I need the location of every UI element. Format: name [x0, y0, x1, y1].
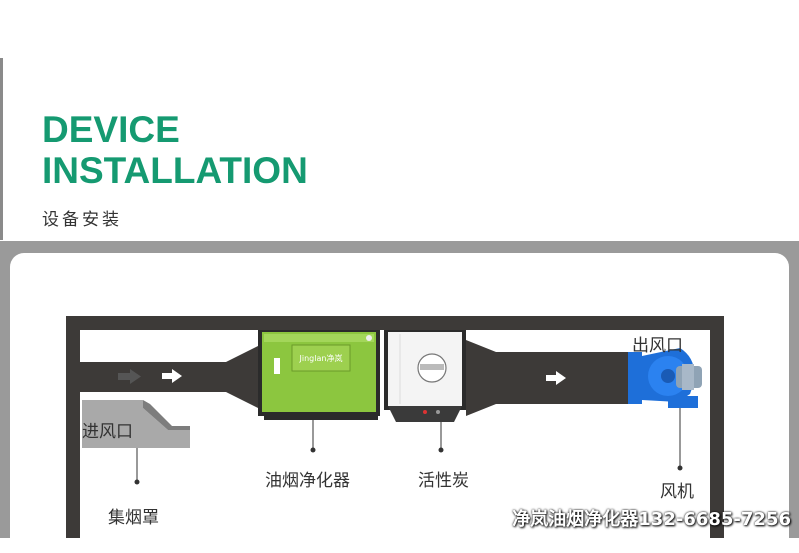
fan-label: 风机 — [660, 482, 694, 502]
left-accent-bar — [0, 58, 3, 240]
airflow-arrow-1 — [118, 369, 141, 384]
hood-label: 集烟罩 — [108, 508, 159, 528]
carbon-unit — [384, 330, 466, 422]
title-line-1: DEVICE — [42, 109, 180, 150]
watermark-contact: 净岚油烟净化器132-6685-7256 — [512, 509, 791, 530]
hood-shadow — [143, 400, 190, 430]
outlet-label: 出风口 — [632, 336, 683, 356]
carbon-label: 活性炭 — [418, 471, 469, 491]
inlet-label: 进风口 — [82, 422, 133, 442]
purifier-unit — [258, 330, 380, 420]
purifier-brand-text: Jinglan净岚 — [299, 353, 343, 363]
fan-unit — [628, 348, 702, 408]
airflow-arrow-2 — [162, 369, 182, 383]
title-line-2: INSTALLATION — [42, 150, 308, 191]
purifier-label: 油烟净化器 — [265, 471, 350, 491]
installation-diagram: Jinglan净岚 — [66, 316, 724, 538]
subtitle: 设备安装 — [42, 210, 122, 230]
hood-block — [82, 400, 190, 448]
airflow-arrow-3 — [546, 371, 566, 385]
